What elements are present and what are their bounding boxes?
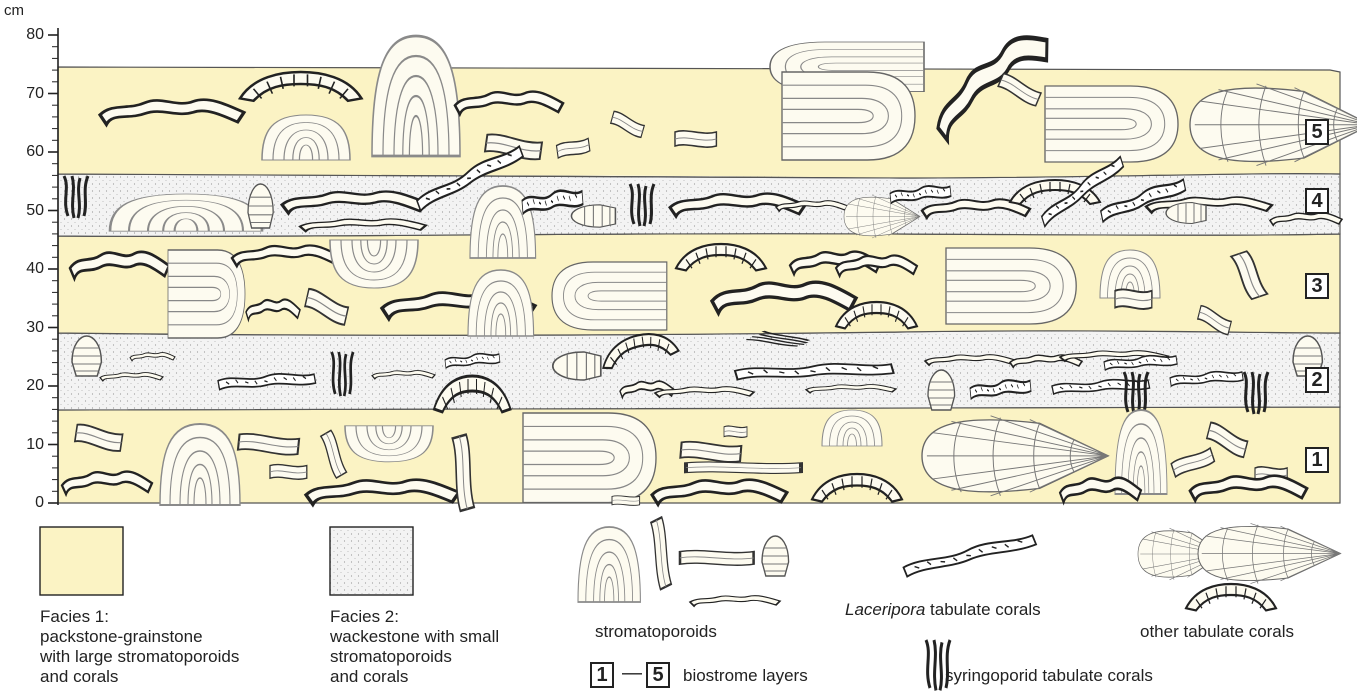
biostrome-label: biostrome layers (683, 666, 808, 686)
laceripora-suffix: tabulate corals (925, 600, 1040, 619)
laceripora-label: Laceripora tabulate corals (845, 600, 1041, 620)
other-tabulate-label: other tabulate corals (1140, 622, 1294, 642)
facies2-label: Facies 2: wackestone with small stromato… (330, 607, 499, 687)
facies2-swatch (330, 527, 413, 595)
biostrome-dash: — (622, 662, 642, 685)
biostrome-number-icon-first: 1 (590, 662, 614, 688)
laceripora-coral-icon (902, 535, 1037, 577)
facies1-swatch (40, 527, 123, 595)
stromatoporoids-label: stromatoporoids (595, 622, 717, 642)
syringoporid-label: syringoporid tabulate corals (945, 666, 1153, 686)
biostrome-number-icon-last: 5 (646, 662, 670, 688)
facies1-label: Facies 1: packstone-grainstone with larg… (40, 607, 239, 687)
laceripora-genus: Laceripora (845, 600, 925, 619)
tabulate-coral-icon (1138, 523, 1341, 610)
stromatoporoid-legend-icons (578, 517, 789, 606)
